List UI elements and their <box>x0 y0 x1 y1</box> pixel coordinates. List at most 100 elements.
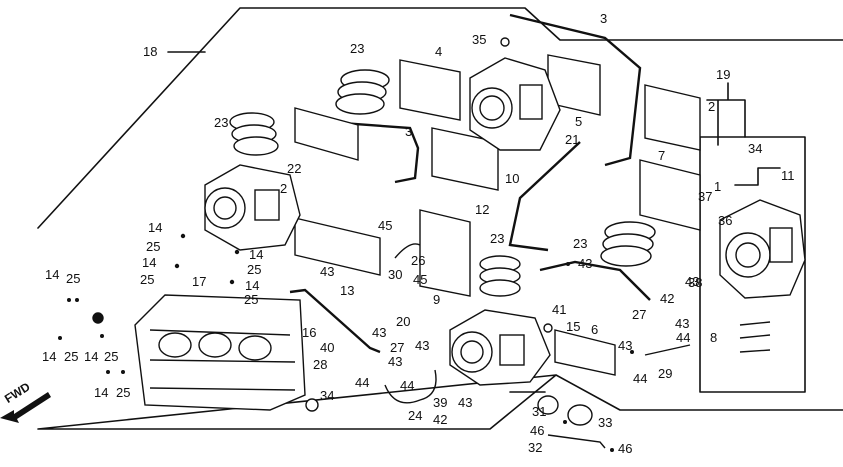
callout: 16 <box>302 325 317 340</box>
callout: 32 <box>528 440 543 455</box>
callout: 23 <box>214 115 229 130</box>
spring-8 <box>739 321 771 353</box>
callout: 43 <box>578 256 593 271</box>
callout: 21 <box>565 132 580 147</box>
plate-13 <box>294 217 381 276</box>
callout: 25 <box>104 349 119 364</box>
tube-32 <box>547 434 606 449</box>
clamp-31 <box>537 395 559 415</box>
callout: 14 <box>249 247 264 262</box>
callout: 26 <box>411 253 426 268</box>
callout: 3 <box>405 124 413 139</box>
boot-23-b <box>229 112 279 156</box>
plate-2 <box>294 107 359 161</box>
carburetor-top <box>469 57 561 151</box>
oring <box>92 312 104 324</box>
callout: 14 <box>84 349 99 364</box>
callout: 2 <box>280 181 288 196</box>
plate-9 <box>419 209 471 297</box>
carburetor-right <box>719 199 806 299</box>
callout: 43 <box>320 264 335 279</box>
callout: 44 <box>355 375 370 390</box>
hose-44 <box>384 369 437 404</box>
callout: 14 <box>148 220 163 235</box>
callout: 7 <box>658 148 666 163</box>
callout: 45 <box>378 218 393 233</box>
callout: 34 <box>748 141 763 156</box>
callout: 27 <box>632 307 647 322</box>
callout: 31 <box>532 404 547 419</box>
callout: 39 <box>433 395 448 410</box>
fwd-arrow-icon <box>0 392 51 423</box>
boot-23-d <box>600 221 656 267</box>
carburetor-center <box>449 309 551 386</box>
callout: 25 <box>64 349 79 364</box>
callout: 43 <box>415 338 430 353</box>
callout: 34 <box>320 388 335 403</box>
callout: 33 <box>598 415 613 430</box>
callout: 4 <box>435 44 443 59</box>
callout: 3 <box>600 11 608 26</box>
callout: 22 <box>287 161 302 176</box>
callout: 18 <box>143 44 158 59</box>
screw-34 <box>305 398 319 412</box>
callout: 23 <box>573 236 588 251</box>
callout: 14 <box>94 385 109 400</box>
carburetor-left <box>204 164 301 251</box>
callout: 43 <box>388 354 403 369</box>
rod-41 <box>539 260 651 301</box>
callout: 25 <box>116 385 131 400</box>
callout: 43 <box>618 338 633 353</box>
callout: 43 <box>675 316 690 331</box>
callout: 25 <box>140 272 155 287</box>
callout: 2 <box>708 99 716 114</box>
callout: 40 <box>320 340 335 355</box>
callout: 46 <box>530 423 545 438</box>
callout: 25 <box>146 239 161 254</box>
boot-23-c <box>479 255 521 297</box>
rod-10 <box>508 141 581 252</box>
lead-lines <box>167 51 781 393</box>
callout: 30 <box>388 267 403 282</box>
callout: 42 <box>433 412 448 427</box>
plate-12 <box>431 127 499 191</box>
callout: 12 <box>475 202 490 217</box>
rod-3-right <box>509 13 642 167</box>
callout: 25 <box>244 292 259 307</box>
callout: 6 <box>591 322 599 337</box>
callout: 14 <box>45 267 60 282</box>
callout: 35 <box>472 32 487 47</box>
callout: 27 <box>390 340 405 355</box>
callout: 14 <box>142 255 157 270</box>
callout: 41 <box>552 302 567 317</box>
callout: 43 <box>458 395 473 410</box>
callout: 17 <box>192 274 207 289</box>
callout: 44 <box>633 371 648 386</box>
callout: 36 <box>718 213 733 228</box>
callout: 28 <box>313 357 328 372</box>
boot-23-a <box>335 69 390 115</box>
callout: 29 <box>658 366 673 381</box>
callout: 38 <box>688 275 703 290</box>
callout: 42 <box>660 291 675 306</box>
plate-1 <box>644 84 701 151</box>
callout: 20 <box>396 314 411 329</box>
callout: 43 <box>685 274 700 289</box>
callout: 25 <box>247 262 262 277</box>
callout: 46 <box>618 441 633 456</box>
callout: 9 <box>433 292 441 307</box>
plug-15 <box>543 323 553 333</box>
plate-7 <box>639 159 701 231</box>
hose-30 <box>394 243 421 259</box>
callout: 43 <box>372 325 387 340</box>
callout: 19 <box>716 67 731 82</box>
callout: 44 <box>676 330 691 345</box>
callout: 8 <box>710 330 718 345</box>
callout: 14 <box>245 278 260 293</box>
plate-6 <box>554 329 616 376</box>
callout: 14 <box>42 349 57 364</box>
screw-35 <box>500 37 510 47</box>
callout: 5 <box>575 114 583 129</box>
